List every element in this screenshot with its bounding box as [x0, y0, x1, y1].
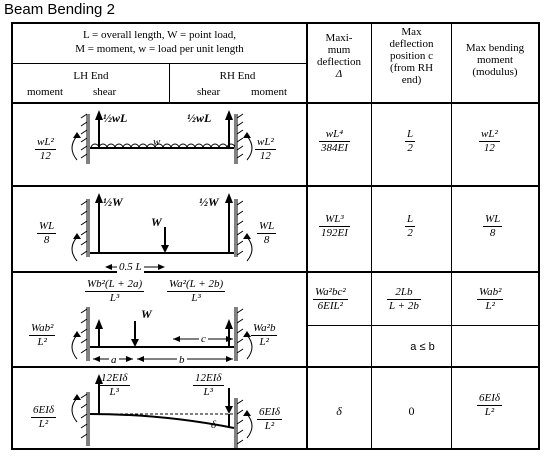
row2-lh-shear: ½W	[103, 195, 123, 209]
row3-b-label: b	[177, 354, 187, 366]
row4-position: 0	[408, 404, 415, 418]
row2-rh-shear: ½W	[199, 195, 219, 209]
page-title: Beam Bending 2	[4, 1, 115, 18]
divider	[169, 63, 170, 103]
divider	[13, 63, 306, 64]
row1-lh-shear: ½wL	[103, 111, 128, 125]
row2-span-label: 0.5 L	[117, 261, 144, 273]
row3-condition: a ≤ b	[410, 341, 435, 353]
beam-table: L = overall length, W = point load, M = …	[11, 22, 540, 450]
row3-c-label: c	[199, 333, 208, 345]
definitions-line-2: M = moment, w = load per unit length	[75, 43, 244, 55]
divider	[451, 24, 452, 448]
rh-moment-label: moment	[251, 86, 288, 98]
divider	[371, 24, 372, 448]
divider	[13, 271, 538, 273]
row1-load-label: w	[153, 136, 161, 148]
row4-delta-label: δ	[211, 419, 217, 431]
row3-diagram	[71, 307, 253, 362]
row3-load-label: W	[141, 307, 152, 321]
row1-rh-shear: ½wL	[187, 111, 212, 125]
row3-a-label: a	[109, 354, 119, 366]
row3-lh-shear: Wb²(L + 2a)L³	[85, 278, 145, 304]
divider	[306, 24, 308, 448]
rh-end-label: RH End	[219, 70, 256, 82]
lh-end-label: LH End	[73, 70, 109, 82]
lh-shear-label: shear	[93, 86, 117, 98]
row2-load-label: W	[151, 215, 162, 229]
row3-rh-shear: Wa²(L + 2b)L³	[167, 278, 226, 304]
definitions-line-1: L = overall length, W = point load,	[82, 29, 237, 41]
row1-diagram	[71, 110, 253, 164]
divider	[307, 325, 538, 326]
row4-deflection: δ	[336, 404, 342, 418]
divider	[13, 102, 538, 104]
divider	[13, 185, 538, 187]
divider	[13, 366, 538, 368]
row2-diagram	[71, 193, 253, 270]
row4-diagram	[71, 374, 253, 448]
rh-shear-label: shear	[197, 86, 221, 98]
lh-moment-label: moment	[27, 86, 64, 98]
